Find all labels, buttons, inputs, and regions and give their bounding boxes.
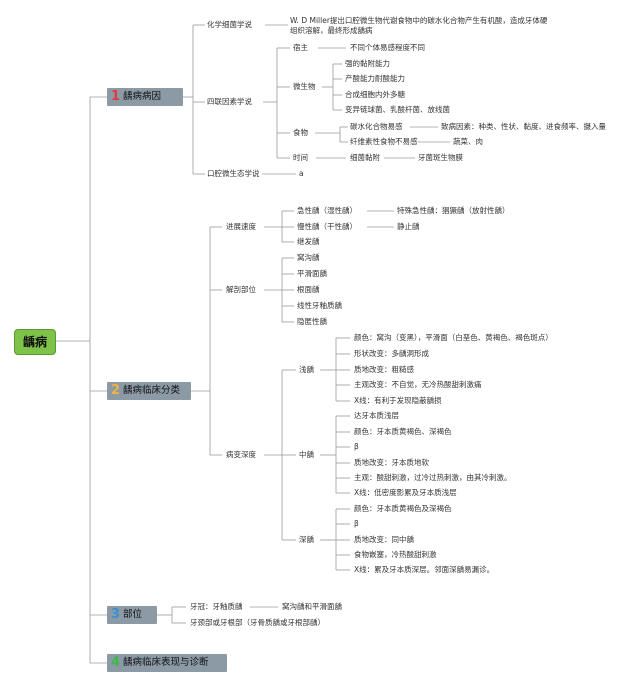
- acute-caries: 急性龋（湿性龋）: [297, 206, 357, 215]
- deep-item: 食物嵌塞，冷热酸甜刺激: [354, 550, 437, 559]
- neck-root-caries[interactable]: 牙颈部或牙根部（牙骨质龋或牙根部龋）: [190, 618, 325, 627]
- section-3-label: 部位: [123, 609, 143, 620]
- middle-item: β: [354, 442, 359, 451]
- time-node[interactable]: 时间: [293, 153, 308, 162]
- section-4-label: 龋病临床表现与诊断: [123, 657, 209, 668]
- crown-enamel-caries[interactable]: 牙冠：牙釉质龋: [190, 602, 243, 611]
- shallow-item: 质地改变：粗糙感: [354, 365, 414, 374]
- deep-item: β: [354, 519, 359, 528]
- section-2-label: 龋病临床分类: [123, 385, 181, 396]
- progress-speed[interactable]: 进展速度: [226, 222, 256, 231]
- section-2-number: 2: [111, 383, 121, 398]
- deep-item: X线：累及牙本质深层。邻面深龋易漏诊。: [354, 565, 495, 574]
- anat-item: 线性牙釉质龋: [297, 301, 342, 310]
- secondary-caries: 继发龋: [297, 237, 320, 246]
- root-node[interactable]: 龋病: [14, 329, 56, 355]
- deep-item: 颜色：牙本质黄褐色及深褐色: [354, 504, 452, 513]
- anat-item: 窝沟龋: [297, 253, 320, 262]
- section-1-label: 龋病病因: [123, 91, 162, 102]
- food-fiber-examples: 蔬菜、肉: [453, 137, 483, 146]
- shallow-item: X线：有利于发现隐蔽龋损: [354, 396, 442, 405]
- food-carb: 碳水化合物易感: [350, 122, 403, 131]
- middle-item: 主观：酸甜刺激，过冷过热刺激，由其冷刺激。: [354, 473, 512, 482]
- middle-item: 达牙本质浅层: [354, 411, 399, 420]
- middle-caries[interactable]: 中龋: [299, 450, 314, 459]
- eco-theory-child: a: [299, 169, 304, 178]
- section-1-number: 1: [111, 89, 121, 104]
- microbe-item: 变异链球菌、乳酸杆菌、放线菌: [345, 105, 450, 114]
- microbe-node[interactable]: 微生物: [293, 82, 316, 91]
- microbe-item: 产酸能力耐酸能力: [345, 74, 405, 83]
- chem-theory[interactable]: 化学细菌学说: [207, 20, 252, 29]
- microbe-item: 合成细胞内外多糖: [345, 90, 405, 99]
- deep-caries[interactable]: 深龋: [299, 535, 314, 544]
- lesion-depth[interactable]: 病变深度: [226, 450, 256, 459]
- section-3-number: 3: [111, 607, 121, 622]
- anat-item: 根面龋: [297, 285, 320, 294]
- food-fiber: 纤维素性食物不易感: [350, 137, 418, 146]
- shallow-caries[interactable]: 浅龋: [299, 365, 314, 374]
- anat-item: 平滑面龋: [297, 269, 327, 278]
- deep-item: 质地改变：同中龋: [354, 535, 414, 544]
- host-desc: 不同个体易感程度不同: [350, 43, 425, 52]
- food-node[interactable]: 食物: [293, 128, 308, 137]
- arrested-caries: 静止龋: [397, 222, 420, 231]
- anatomical-site[interactable]: 解剖部位: [226, 285, 256, 294]
- host-node[interactable]: 宿主: [293, 43, 308, 52]
- section-4-number: 4: [111, 655, 121, 670]
- shallow-item: 颜色：窝沟（变黑），平滑面（白垩色、黄褐色、褐色斑点）: [354, 333, 553, 342]
- middle-item: 质地改变：牙本质地软: [354, 458, 429, 467]
- shallow-item: 主观改变：不自觉，无冷热酸甜刺激痛: [354, 380, 482, 389]
- four-factor-theory[interactable]: 四联因素学说: [207, 97, 252, 106]
- time-biofilm: 牙菌斑生物膜: [418, 153, 463, 162]
- microbe-item: 强的黏附能力: [345, 59, 390, 68]
- middle-item: 颜色：牙本质黄褐色、深褐色: [354, 427, 452, 436]
- crown-caries-types: 窝沟龋和平滑面龋: [282, 602, 342, 611]
- middle-item: X线：低密度影累及牙本质浅层: [354, 488, 457, 497]
- time-adhesion: 细菌黏附: [350, 153, 380, 162]
- food-carb-factors: 致病因素：种类、性状、黏度、进食频率、摄入量: [441, 122, 606, 131]
- chem-theory-desc: W. D Miller提出口腔微生物代谢食物中的碳水化合物产生有机酸，造成牙体硬…: [290, 16, 548, 35]
- chronic-caries: 慢性龋（干性龋）: [297, 222, 357, 231]
- anat-item: 隐匿性龋: [297, 317, 327, 326]
- shallow-item: 形状改变：多龋洞形成: [354, 349, 429, 358]
- rampant-caries: 特殊急性龋：猖獗龋（放射性龋）: [397, 206, 510, 215]
- eco-theory[interactable]: 口腔微生态学说: [207, 169, 260, 178]
